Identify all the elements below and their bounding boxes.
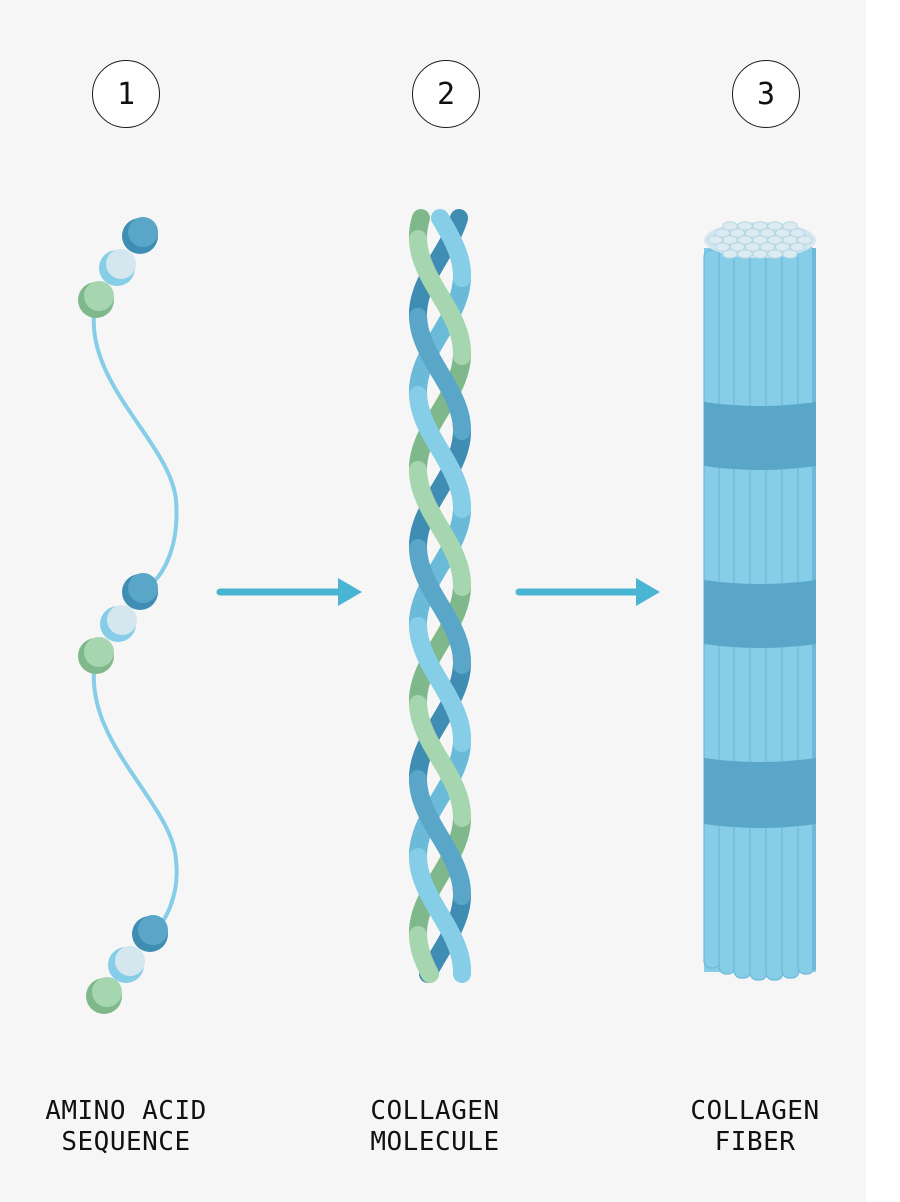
- fiber-rod-end: [752, 235, 768, 245]
- fiber-rod-end: [729, 242, 746, 252]
- fiber-rod-end: [737, 235, 753, 245]
- amino-acid-green: [92, 977, 122, 1007]
- fiber-rod-end: [789, 242, 806, 252]
- collagen-fiber: [703, 221, 816, 981]
- amino-acid-pale: [106, 249, 136, 279]
- caption-line: COLLAGEN: [690, 1096, 820, 1126]
- fiber-cross-section: [704, 221, 816, 259]
- peptide-chain-top: [91, 298, 179, 592]
- step-badge-3: 3: [732, 60, 800, 128]
- diagram-canvas: 1 2 3: [6, 60, 820, 1158]
- fiber-rod-end: [714, 242, 731, 252]
- step-badge-2: 2: [412, 60, 480, 128]
- fiber-rod-end: [707, 235, 723, 245]
- amino-acid-dark-blue: [138, 915, 168, 945]
- fiber-rod-end: [722, 235, 738, 245]
- fiber-rod-end: [782, 249, 798, 259]
- amino-acid-pale: [115, 946, 145, 976]
- helix-strand-green-segment: [419, 962, 440, 983]
- amino-acid-cluster-top: [78, 217, 158, 318]
- step-number: 2: [436, 76, 456, 112]
- caption-line: SEQUENCE: [61, 1127, 191, 1157]
- fiber-rod-end: [729, 228, 746, 238]
- helix-strand-green-segment: [431, 287, 452, 308]
- amino-acid-sequence: [78, 217, 179, 1014]
- caption-collagen-fiber: COLLAGEN FIBER: [635, 1096, 875, 1158]
- fiber-band: [704, 402, 816, 470]
- caption-line: MOLECULE: [370, 1127, 500, 1157]
- fiber-rod-end: [722, 249, 738, 259]
- helix-strand-dark-blue-segment: [449, 209, 469, 230]
- helix-strand-dark-blue-segment: [431, 596, 451, 617]
- caption-line: AMINO ACID: [45, 1096, 207, 1126]
- fiber-rod-end: [752, 249, 768, 259]
- caption-line: FIBER: [714, 1127, 796, 1157]
- fiber-rod-end: [782, 221, 798, 231]
- fiber-rod-end: [737, 221, 753, 231]
- fiber-rod-end: [744, 228, 761, 238]
- fiber-band: [704, 758, 816, 828]
- caption-line: COLLAGEN: [370, 1096, 500, 1126]
- amino-acid-cluster-bottom: [86, 915, 168, 1014]
- amino-acid-pale: [107, 605, 137, 635]
- arrow-1-to-2: [216, 578, 362, 606]
- helix-strand-light-blue-segment: [430, 440, 451, 461]
- fiber-rod-end: [744, 242, 761, 252]
- fiber-rod-end: [759, 228, 776, 238]
- fiber-rod-end: [752, 221, 768, 231]
- fiber-rod-end: [737, 249, 753, 259]
- fiber-rod-end: [722, 221, 738, 231]
- caption-collagen-molecule: COLLAGEN MOLECULE: [315, 1096, 555, 1158]
- amino-acid-dark-blue: [128, 573, 158, 603]
- fiber-rod-end: [714, 228, 731, 238]
- fiber-rod-end: [767, 235, 783, 245]
- helix-strand-dark-blue-segment: [431, 365, 452, 386]
- fiber-bands: [704, 402, 816, 828]
- collagen-triple-helix: [409, 209, 471, 983]
- amino-acid-green: [84, 637, 114, 667]
- helix-strand-light-blue-segment: [431, 905, 451, 926]
- helix-strand-green-segment: [430, 749, 450, 770]
- amino-acid-green: [84, 281, 114, 311]
- caption-amino-acid-sequence: AMINO ACID SEQUENCE: [6, 1096, 246, 1158]
- fiber-rod-end: [774, 228, 791, 238]
- arrow-2-to-3: [515, 578, 660, 606]
- fiber-band: [704, 580, 816, 648]
- fiber-rod-end: [782, 235, 798, 245]
- helix-strand-light-blue-segment: [431, 674, 452, 695]
- fiber-rod-end: [767, 221, 783, 231]
- helix-strand-light-blue-segment: [431, 209, 451, 230]
- fiber-rod-end: [797, 235, 813, 245]
- step-badge-1: 1: [92, 60, 160, 128]
- amino-acid-cluster-middle: [78, 573, 158, 674]
- fiber-rod-end: [774, 242, 791, 252]
- step-number: 3: [756, 76, 776, 112]
- helix-strand-green-segment: [430, 518, 451, 539]
- fiber-rod-end: [789, 228, 806, 238]
- helix-strand-dark-blue-segment: [430, 827, 451, 848]
- fiber-rod-end: [759, 242, 776, 252]
- illustration: [78, 209, 816, 1014]
- fiber-rod-end: [767, 249, 783, 259]
- step-number: 1: [116, 76, 136, 112]
- peptide-chain-bottom: [91, 653, 179, 937]
- amino-acid-dark-blue: [128, 217, 158, 247]
